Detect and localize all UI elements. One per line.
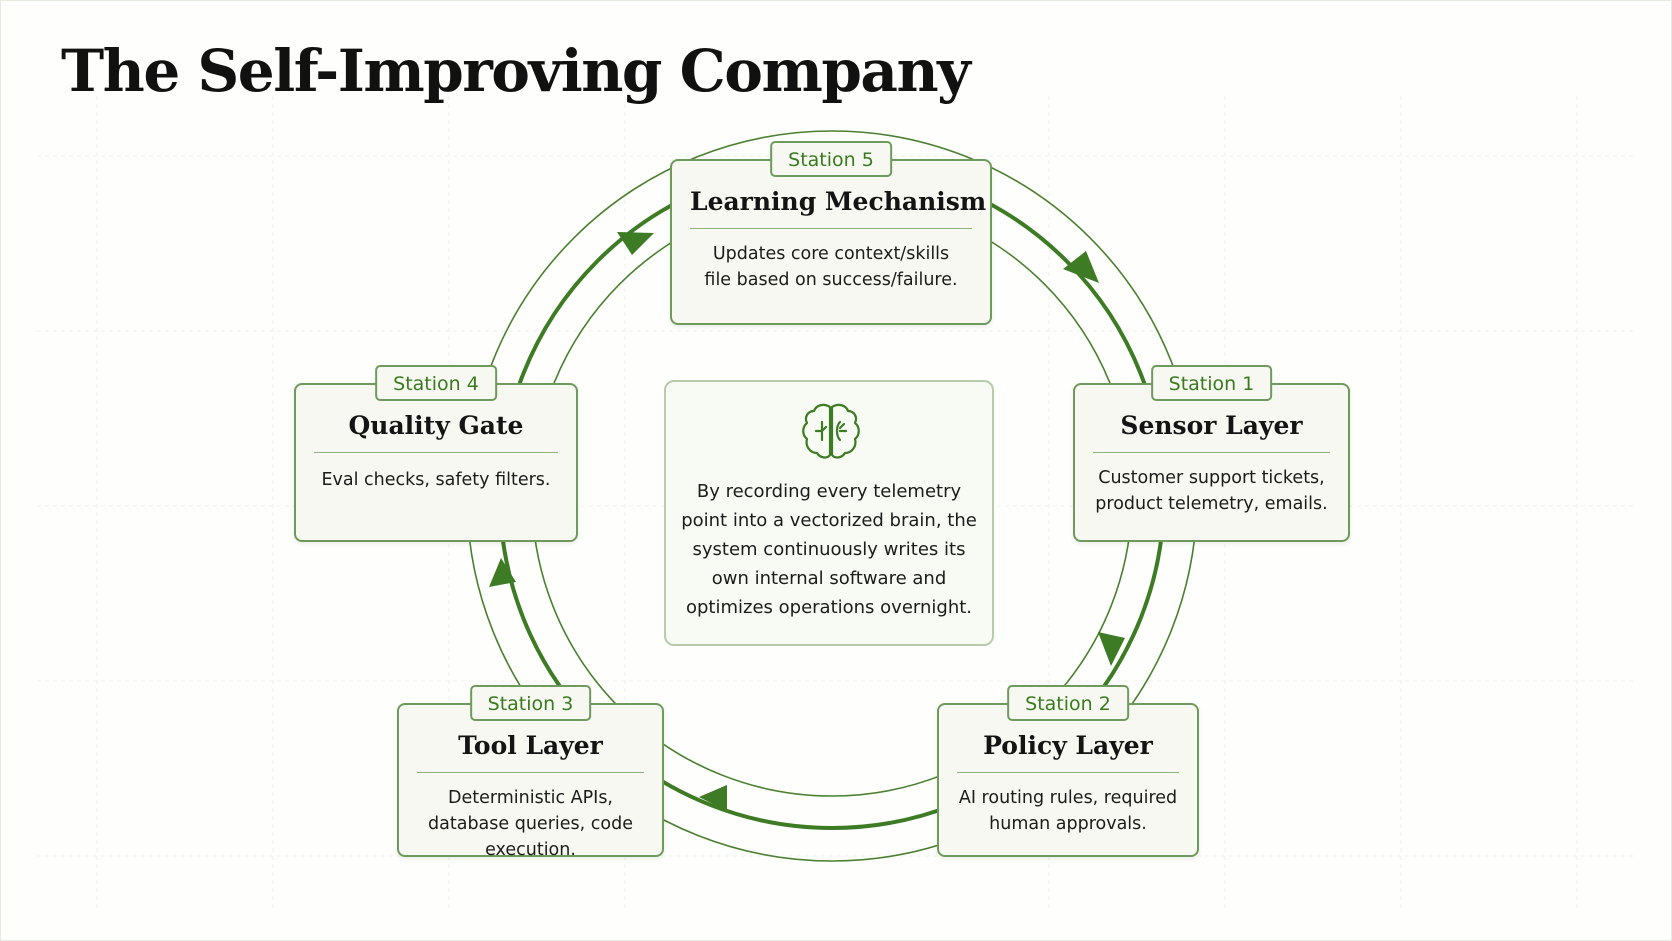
station-3-tag: Station 3 <box>469 685 592 721</box>
station-2-tag: Station 2 <box>1007 685 1129 721</box>
station-1-tag: Station 1 <box>1150 365 1273 401</box>
station-5-desc: Updates core context/skills file based o… <box>704 244 958 290</box>
station-3-title: Tool Layer <box>417 731 644 773</box>
station-3-card: Station 3 Tool Layer Deterministic APIs,… <box>397 685 664 860</box>
station-5-tag: Station 5 <box>770 141 892 177</box>
station-3-desc: Deterministic APIs, database queries, co… <box>428 788 633 860</box>
center-summary-card: By recording every telemetry point into … <box>664 380 994 646</box>
station-5-title: Learning Mechanism <box>690 187 986 229</box>
brain-icon <box>802 403 860 459</box>
flow-arrow-2-to-3 <box>699 785 727 811</box>
station-2-card: Station 2 Policy Layer AI routing rules,… <box>937 685 1199 857</box>
station-4-card: Station 4 Quality Gate Eval checks, safe… <box>294 365 578 542</box>
station-5-card: Station 5 Learning Mechanism Updates cor… <box>670 141 992 325</box>
station-1-desc: Customer support tickets, product teleme… <box>1095 468 1328 514</box>
flow-arrow-5-to-1 <box>1063 251 1099 283</box>
flow-arrow-3-to-4 <box>489 558 516 587</box>
station-4-tag: Station 4 <box>375 365 497 401</box>
page-title: The Self-Improving Company <box>61 37 971 105</box>
station-4-title: Quality Gate <box>314 411 558 453</box>
center-summary-text: By recording every telemetry point into … <box>681 481 977 618</box>
flow-arrow-4-to-5 <box>617 232 654 255</box>
station-2-desc: AI routing rules, required human approva… <box>958 788 1178 834</box>
station-2-title: Policy Layer <box>957 731 1179 773</box>
station-1-title: Sensor Layer <box>1093 411 1330 453</box>
station-1-card: Station 1 Sensor Layer Customer support … <box>1073 365 1350 542</box>
flow-arrow-1-to-2 <box>1098 632 1125 666</box>
station-4-desc: Eval checks, safety filters. <box>321 470 551 490</box>
